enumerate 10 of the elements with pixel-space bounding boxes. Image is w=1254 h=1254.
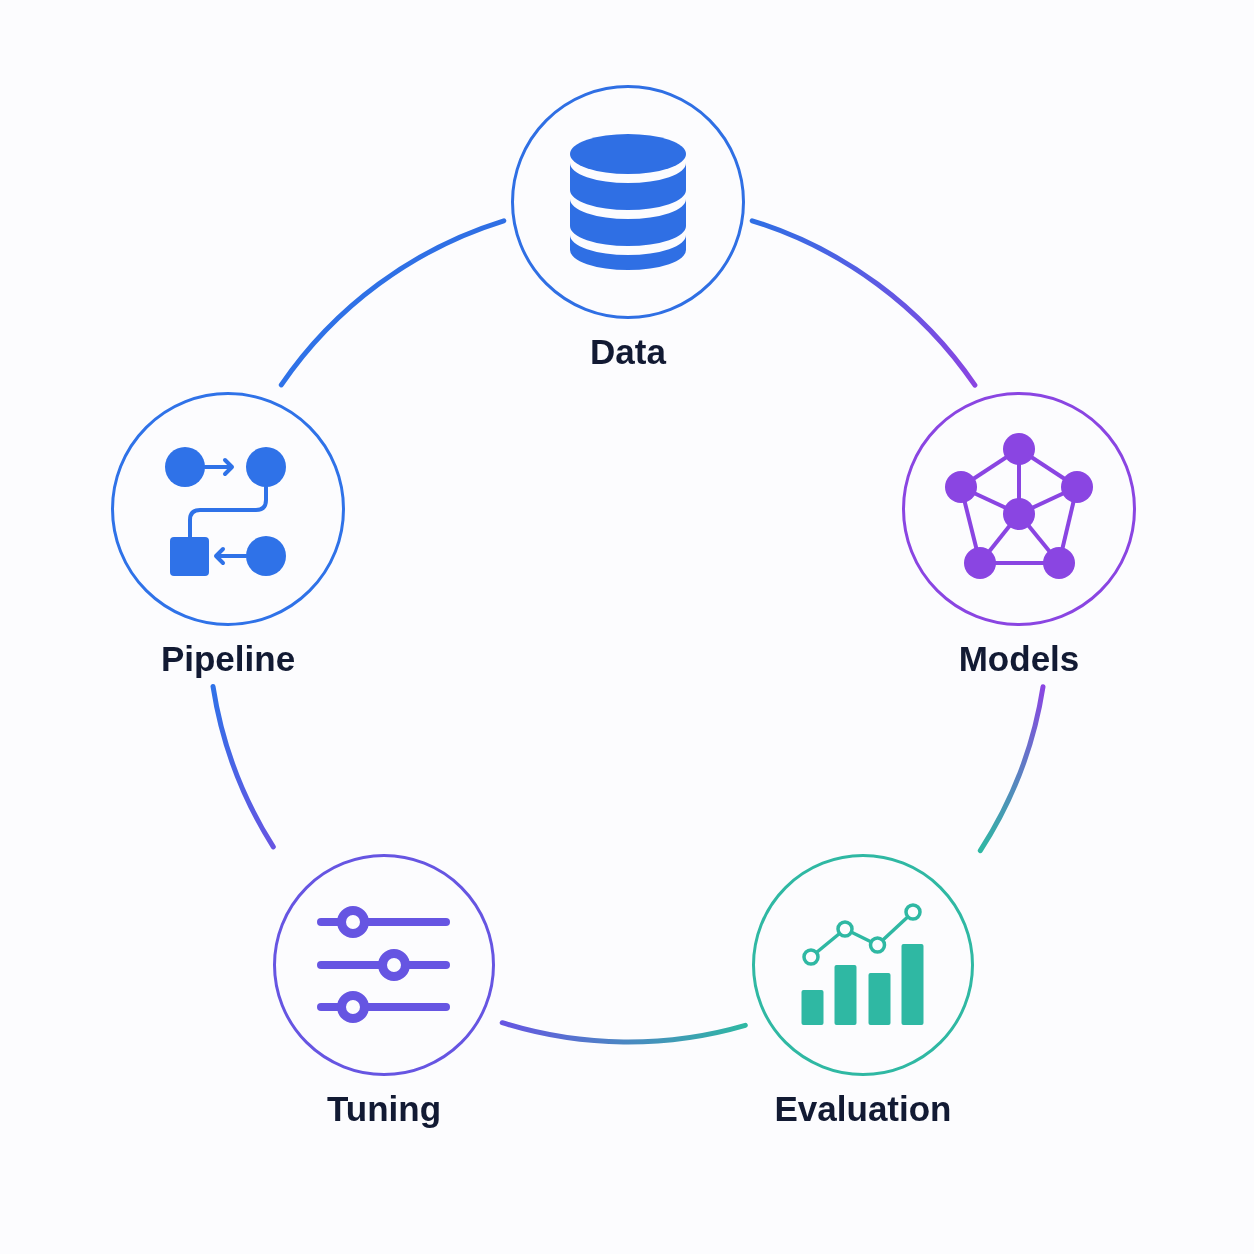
node-label: Tuning <box>327 1088 441 1130</box>
connector-arc <box>278 218 507 388</box>
connector-arc <box>499 1020 748 1044</box>
connector-arc <box>977 684 1046 854</box>
connector-arc <box>749 218 978 388</box>
node-label: Evaluation <box>774 1088 952 1130</box>
node-label: Pipeline <box>160 638 296 680</box>
connector-arc <box>210 683 276 850</box>
node-label: Models <box>958 638 1080 680</box>
node-label: Data <box>590 331 666 373</box>
